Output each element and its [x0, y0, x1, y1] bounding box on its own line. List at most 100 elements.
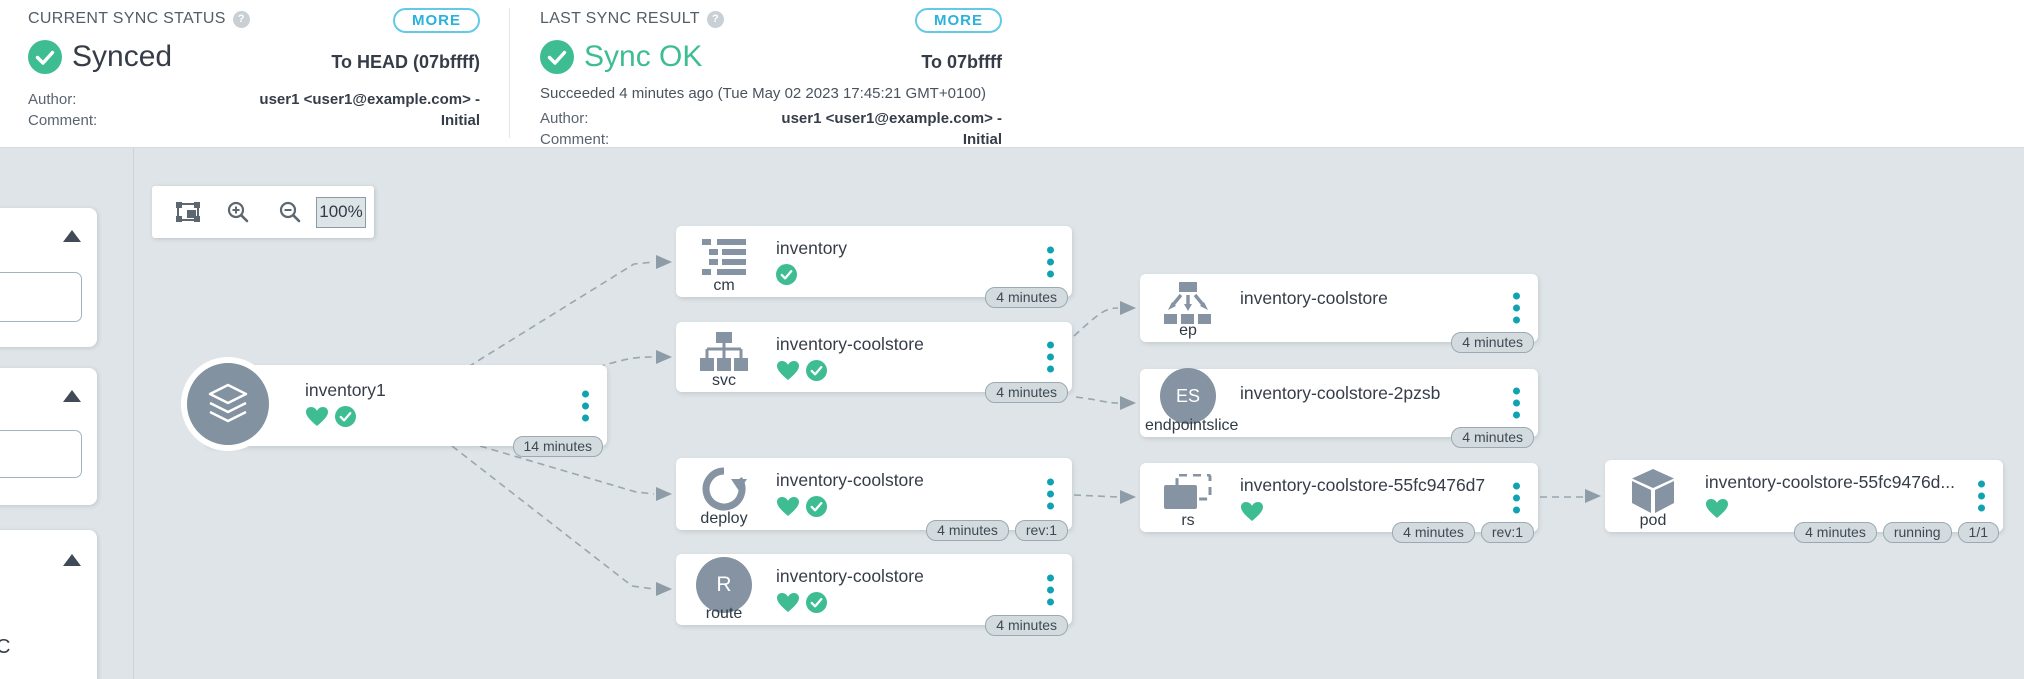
age-badge: 4 minutes: [1794, 522, 1877, 543]
ready-badge: 1/1: [1957, 522, 1999, 543]
revision-badge: rev:1: [1014, 520, 1068, 541]
node-endpoints-inventory-coolstore[interactable]: ep inventory-coolstore 4 minutes: [1140, 274, 1538, 353]
route-icon: R: [676, 554, 772, 625]
age-badge: 4 minutes: [985, 287, 1068, 308]
node-configmap-inventory[interactable]: cm inventory 4 minutes: [676, 226, 1072, 308]
comment-label: Comment:: [540, 131, 610, 148]
comment-value: Initial: [962, 131, 1002, 148]
node-service-inventory-coolstore[interactable]: svc inventory-coolstore 4 minutes: [676, 322, 1072, 403]
zoom-in-icon[interactable]: [226, 200, 250, 224]
healthy-heart-icon: [1706, 498, 1728, 518]
node-title: inventory-coolstore-55fc9476d7: [1240, 475, 1486, 495]
node-menu-button[interactable]: [1509, 478, 1524, 517]
node-title: inventory-coolstore: [776, 566, 924, 586]
endpoints-icon: [1140, 274, 1236, 342]
node-pod-inventory-coolstore[interactable]: pod inventory-coolstore-55fc9476d... 4 m…: [1605, 460, 2003, 543]
healthy-heart-icon: [306, 406, 328, 426]
node-menu-button[interactable]: [1043, 475, 1058, 514]
filter-panel-edge: [133, 148, 134, 679]
age-badge: 4 minutes: [985, 615, 1068, 636]
collapse-arrow-icon[interactable]: [63, 230, 81, 242]
author-label: Author:: [28, 91, 77, 108]
collapse-arrow-icon[interactable]: [63, 554, 81, 566]
endpointslice-icon: ES: [1140, 368, 1236, 437]
node-replicaset-inventory-coolstore-55fc9476d7[interactable]: rs inventory-coolstore-55fc9476d7 4 minu…: [1140, 463, 1538, 543]
age-badge: 4 minutes: [985, 382, 1068, 403]
age-badge: 4 minutes: [1451, 332, 1534, 353]
author-label: Author:: [540, 110, 589, 127]
zoom-level-input[interactable]: 100%: [316, 196, 366, 228]
service-icon: [676, 322, 772, 392]
comment-value: Initial: [440, 112, 480, 129]
node-route-inventory-coolstore[interactable]: R route inventory-coolstore 4 minutes: [676, 554, 1072, 636]
node-title: inventory-coolstore: [776, 470, 924, 490]
target-revision: To HEAD (07bffff): [331, 52, 480, 72]
age-badge: 4 minutes: [1451, 427, 1534, 448]
application-icon: [181, 357, 275, 451]
author-value: user1 <user1@example.com> -: [781, 110, 1002, 127]
node-application-inventory1[interactable]: inventory1 14 minutes: [181, 357, 607, 457]
sync-status-value: Synced: [72, 40, 173, 73]
zoom-out-icon[interactable]: [278, 200, 302, 224]
node-kind-label: ep: [1179, 322, 1197, 339]
healthy-heart-icon: [777, 496, 799, 516]
filter-fragment-text: C: [0, 636, 11, 658]
healthy-heart-icon: [777, 360, 799, 380]
fit-to-view-icon[interactable]: [176, 202, 200, 222]
node-kind-label: pod: [1639, 512, 1667, 529]
current-sync-more-button[interactable]: MORE: [393, 8, 480, 33]
age-badge: 4 minutes: [1392, 522, 1475, 543]
status-section-divider: [509, 8, 510, 138]
healthy-heart-icon: [1241, 501, 1263, 521]
healthy-heart-icon: [777, 592, 799, 612]
node-kind-label: rs: [1181, 512, 1195, 529]
age-badge: 4 minutes: [926, 520, 1009, 541]
synced-check-icon: [28, 40, 62, 74]
node-menu-button[interactable]: [1043, 338, 1058, 377]
collapse-arrow-icon[interactable]: [63, 390, 81, 402]
node-kind-label: cm: [713, 277, 735, 294]
sync-ok-check-icon: [540, 40, 574, 74]
revision-badge: rev:1: [1480, 522, 1534, 543]
deployment-icon: [676, 458, 772, 530]
help-icon[interactable]: ?: [232, 10, 250, 28]
synced-check-icon: [806, 495, 827, 517]
node-endpointslice-inventory-coolstore-2pzsb[interactable]: ES endpointslice inventory-coolstore-2pz…: [1140, 368, 1538, 448]
help-icon[interactable]: ?: [706, 10, 724, 28]
configmap-icon: [676, 226, 772, 297]
pod-icon: [1605, 460, 1701, 532]
current-sync-status-section: CURRENT SYNC STATUS ? MORE Synced To HEA…: [28, 8, 480, 131]
node-title: inventory: [776, 238, 848, 258]
sync-succeeded-timestamp: Succeeded 4 minutes ago (Tue May 02 2023…: [540, 85, 986, 102]
node-title: inventory-coolstore-55fc9476d...: [1705, 472, 1955, 492]
last-sync-status-value: Sync OK: [584, 40, 703, 73]
node-menu-button[interactable]: [1974, 477, 1989, 516]
last-sync-result-section: LAST SYNC RESULT ? MORE Sync OK To 07bff…: [540, 8, 1002, 150]
filter-card-1: [0, 208, 97, 347]
node-menu-button[interactable]: [1043, 242, 1058, 281]
node-menu-button[interactable]: [578, 386, 593, 425]
synced-check-icon: [806, 591, 827, 613]
node-kind-label: deploy: [700, 510, 748, 527]
graph-toolbar: 100%: [152, 186, 374, 238]
comment-label: Comment:: [28, 112, 98, 129]
node-title: inventory-coolstore-2pzsb: [1240, 383, 1441, 403]
synced-check-icon: [335, 405, 356, 427]
last-sync-result-title: LAST SYNC RESULT: [540, 10, 700, 27]
node-deployment-inventory-coolstore[interactable]: deploy inventory-coolstore 4 minutes rev…: [676, 458, 1072, 541]
synced-check-icon: [776, 263, 797, 285]
node-title: inventory1: [305, 380, 386, 400]
author-value: user1 <user1@example.com> -: [259, 91, 480, 108]
current-sync-status-title: CURRENT SYNC STATUS: [28, 10, 226, 27]
filter-input-2[interactable]: [0, 430, 82, 478]
node-menu-button[interactable]: [1509, 384, 1524, 423]
node-menu-button[interactable]: [1043, 570, 1058, 609]
node-menu-button[interactable]: [1509, 289, 1524, 328]
sync-status-bar: CURRENT SYNC STATUS ? MORE Synced To HEA…: [0, 0, 2024, 148]
filter-card-3: C: [0, 530, 97, 679]
node-title: inventory-coolstore: [776, 334, 924, 354]
status-badge: running: [1882, 522, 1952, 543]
filter-input-1[interactable]: [0, 272, 82, 322]
last-sync-more-button[interactable]: MORE: [915, 8, 1002, 33]
